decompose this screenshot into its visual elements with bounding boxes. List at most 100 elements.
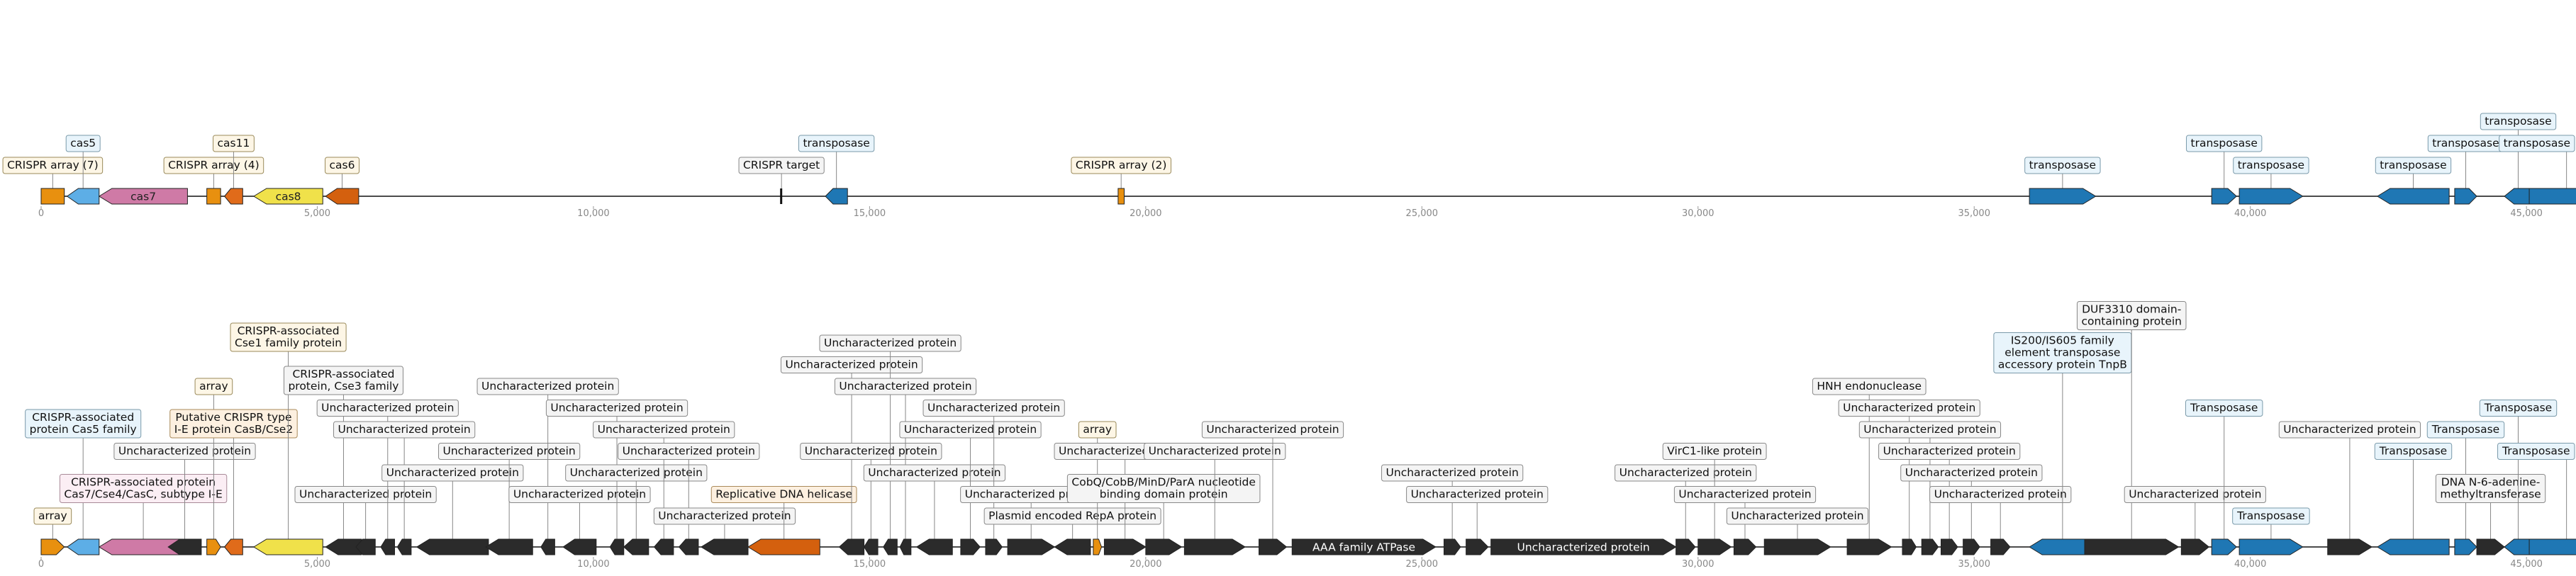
gene-feature-11[interactable]: [416, 538, 489, 555]
gene-feature-6[interactable]: [325, 188, 359, 205]
gene-label-box: Uncharacterized protein: [800, 443, 942, 539]
gene-feature-50[interactable]: [2084, 538, 2180, 555]
gene-feature-53[interactable]: [2238, 538, 2304, 555]
gene-feature-13[interactable]: [540, 538, 555, 555]
gene-feature-9[interactable]: [1117, 188, 1125, 205]
gene-feature-29[interactable]: [1054, 538, 1091, 555]
gene-feature-13[interactable]: [2376, 188, 2450, 205]
gene-feature-47[interactable]: [1963, 538, 1980, 555]
gene-feature-27[interactable]: [985, 538, 1003, 555]
gene-label-box: Transposase: [2426, 421, 2505, 539]
label-box-frame: [2497, 443, 2575, 460]
gene-feature-22[interactable]: [864, 538, 879, 555]
gene-feature-4[interactable]: [206, 538, 221, 555]
gene-feature-56[interactable]: [2454, 538, 2477, 555]
gene-feature-7[interactable]: [780, 188, 783, 204]
gene-feature-48[interactable]: [1990, 538, 2011, 555]
gene-feature-36[interactable]: [1443, 538, 1461, 555]
gene-feature-31[interactable]: [1103, 538, 1147, 555]
gene-feature-20[interactable]: [747, 538, 820, 555]
gene-feature-37[interactable]: [1466, 538, 1489, 555]
gene-feature-28[interactable]: [1007, 538, 1056, 555]
label-box-frame: [922, 400, 1065, 417]
gene-label-box: transposase: [2233, 157, 2309, 188]
gene-feature-5[interactable]: [223, 538, 243, 555]
gene-feature-3[interactable]: [167, 538, 202, 555]
gene-feature-58[interactable]: [2504, 538, 2533, 555]
gene-feature-5[interactable]: [252, 188, 323, 205]
gene-feature-52[interactable]: [2211, 538, 2237, 555]
gene-feature-41[interactable]: [1733, 538, 1757, 555]
gene-feature-1[interactable]: [66, 538, 100, 555]
gene-feature-14[interactable]: [562, 538, 597, 555]
gene-feature-19[interactable]: [700, 538, 749, 555]
gene-feature-1[interactable]: [66, 188, 100, 205]
gene-label-text: Uncharacterized protein: [1905, 466, 2038, 479]
gene-label-box: Transposase: [2232, 507, 2310, 539]
gene-feature-2[interactable]: [98, 188, 188, 205]
gene-feature-11[interactable]: [2211, 188, 2237, 205]
gene-feature-12[interactable]: [485, 538, 533, 555]
gene-feature-4[interactable]: [223, 188, 243, 205]
gene-label-text: cas11: [218, 137, 250, 149]
gene-feature-23[interactable]: [883, 538, 898, 555]
gene-label-text: Uncharacterized protein: [338, 423, 471, 436]
gene-feature-10[interactable]: [396, 538, 412, 555]
gene-feature-3[interactable]: [206, 188, 221, 205]
gene-label-box: Uncharacterized protein: [780, 356, 923, 539]
label-box-frame: [798, 135, 875, 152]
gene-feature-9[interactable]: [380, 538, 396, 555]
gene-label-text: array: [1083, 423, 1112, 436]
axis-tick-label: 35,000: [1958, 208, 1990, 219]
gene-feature-6[interactable]: [252, 538, 323, 555]
gene-feature-54[interactable]: [2327, 538, 2373, 555]
gene-feature-14[interactable]: [2454, 188, 2477, 205]
gene-feature-16[interactable]: [623, 538, 649, 555]
gene-feature-17[interactable]: [653, 538, 674, 555]
gene-feature-0[interactable]: [40, 188, 65, 205]
gene-feature-59[interactable]: [2528, 538, 2576, 555]
gene-feature-38[interactable]: [1490, 538, 1677, 555]
gene-label-box: Uncharacterized protein: [819, 334, 961, 539]
gene-feature-8[interactable]: [355, 538, 376, 555]
gene-feature-42[interactable]: [1763, 538, 1831, 555]
gene-label-box: Uncharacterized protein: [618, 443, 760, 539]
gene-feature-40[interactable]: [1697, 538, 1732, 555]
gene-label-box: Uncharacterized protein: [2278, 421, 2421, 539]
gene-label-box: Uncharacterized protein: [1673, 486, 1817, 539]
gene-feature-8[interactable]: [825, 188, 848, 205]
gene-feature-43[interactable]: [1846, 538, 1892, 555]
gene-label-text: Plasmid encoded RepA protein: [988, 509, 1156, 522]
gene-feature-33[interactable]: [1183, 538, 1247, 555]
gene-feature-32[interactable]: [1145, 538, 1183, 555]
gene-feature-44[interactable]: [1902, 538, 1917, 555]
gene-feature-30[interactable]: [1093, 538, 1103, 555]
gene-feature-57[interactable]: [2476, 538, 2505, 555]
axis-tick-label: 40,000: [2234, 559, 2267, 570]
gene-feature-34[interactable]: [1259, 538, 1288, 555]
axis-tick-label: 15,000: [854, 559, 886, 570]
gene-feature-15[interactable]: [2504, 188, 2533, 205]
label-box-frame: [2375, 157, 2452, 174]
gene-feature-55[interactable]: [2376, 538, 2450, 555]
gene-feature-10[interactable]: [2029, 188, 2097, 205]
gene-feature-18[interactable]: [678, 538, 699, 555]
gene-feature-46[interactable]: [1941, 538, 1958, 555]
gene-feature-24[interactable]: [899, 538, 912, 555]
gene-label-box: DNA N-6-adenine-methyltransferase: [2435, 474, 2546, 539]
label-box-frame: [230, 322, 347, 352]
gene-feature-15[interactable]: [609, 538, 625, 555]
gene-feature-35[interactable]: [1291, 538, 1437, 555]
gene-feature-21[interactable]: [838, 538, 865, 555]
gene-feature-12[interactable]: [2238, 188, 2304, 205]
label-box-frame: [710, 486, 857, 503]
gene-feature-51[interactable]: [2180, 538, 2210, 555]
gene-feature-39[interactable]: [1675, 538, 1696, 555]
gene-label-text: Transposase: [2431, 423, 2499, 436]
gene-feature-25[interactable]: [915, 538, 953, 555]
gene-feature-45[interactable]: [1921, 538, 1939, 555]
gene-feature-0[interactable]: [40, 538, 65, 555]
gene-feature-16[interactable]: [2528, 188, 2576, 205]
gene-feature-26[interactable]: [960, 538, 981, 555]
label-box-frame: [25, 409, 142, 439]
